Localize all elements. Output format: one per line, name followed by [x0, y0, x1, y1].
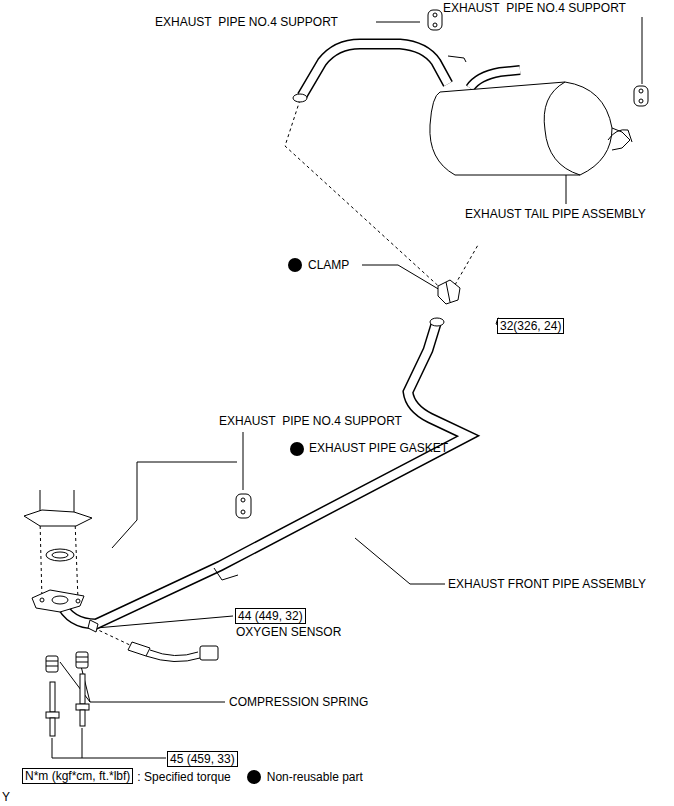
torque-box: N*m (kgf*cm, ft.*lbf): [22, 768, 133, 784]
part-label: EXHAUST PIPE GASKET: [309, 441, 448, 455]
legend-dot: [247, 770, 261, 784]
part-label: EXHAUST TAIL PIPE ASSEMBLY: [465, 207, 646, 221]
part-label: OXYGEN SENSOR: [236, 625, 341, 639]
part-label: CLAMP: [308, 258, 349, 272]
view-letter: Y: [2, 790, 10, 804]
support-label: EXHAUST PIPE NO.4 SUPPORT: [219, 414, 402, 428]
torque-value: 32(326, 24): [500, 319, 561, 333]
part-label: EXHAUST FRONT PIPE ASSEMBLY: [448, 577, 646, 591]
torque-box: 44 (449, 32): [235, 608, 306, 624]
torque-box: 45 (459, 33): [167, 751, 238, 767]
torque-value: N*m (kgf*cm, ft.*lbf): [25, 769, 130, 783]
legend-text: : Specified torque: [137, 770, 230, 784]
torque-box: 32(326, 24): [497, 318, 564, 334]
support-label: EXHAUST PIPE NO.4 SUPPORT: [443, 1, 626, 15]
torque-value: 45 (459, 33): [170, 752, 235, 766]
torque-value: 44 (449, 32): [238, 609, 303, 623]
support-label: EXHAUST PIPE NO.4 SUPPORT: [155, 15, 338, 29]
part-label: COMPRESSION SPRING: [229, 695, 368, 709]
legend-text: Non-reusable part: [267, 770, 363, 784]
